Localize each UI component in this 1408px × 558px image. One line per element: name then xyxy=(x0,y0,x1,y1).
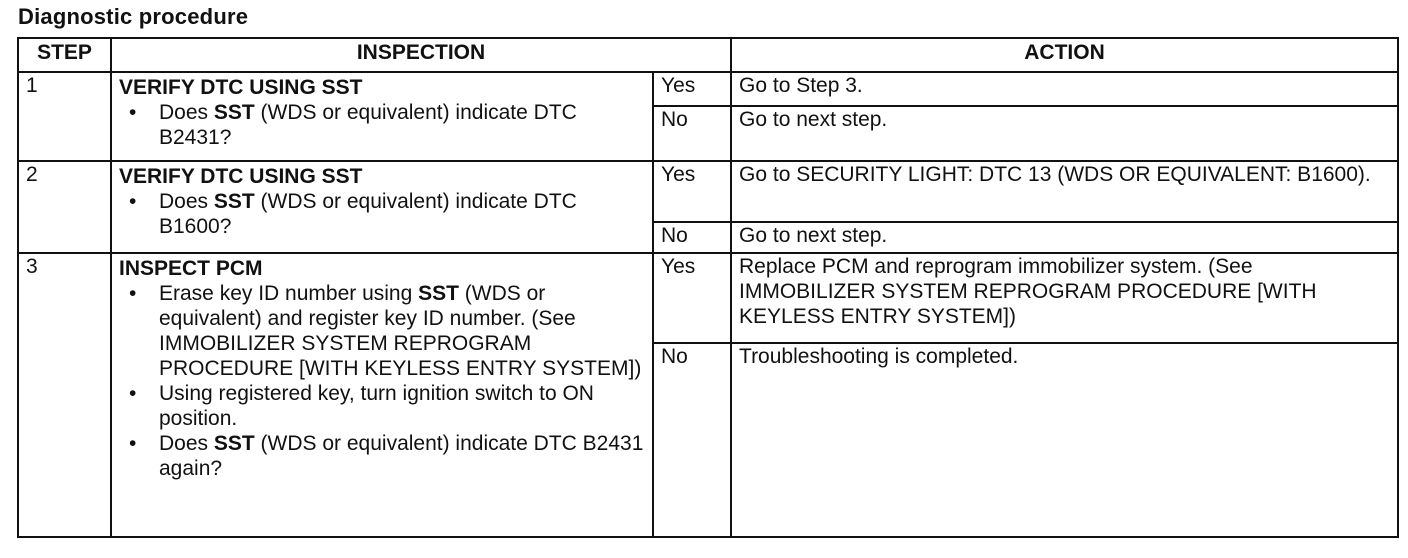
bullet-icon: • xyxy=(129,382,137,405)
no-label: No xyxy=(651,342,733,538)
no-action: Go to next step. xyxy=(730,221,1400,254)
diagnostic-procedure-table: STEP INSPECTION ACTION 1 VERIFY DTC USIN… xyxy=(17,37,1400,538)
no-label: No xyxy=(651,221,733,254)
step-1-no-row: No Go to next step. xyxy=(18,105,1400,162)
inspection-cell: INSPECT PCM •Erase key ID number using S… xyxy=(110,252,654,538)
no-action: Go to next step. xyxy=(730,105,1400,162)
inspection-cell: VERIFY DTC USING SST •Does SST (WDS or e… xyxy=(110,160,654,254)
yes-label: Yes xyxy=(651,252,733,344)
page-title: Diagnostic procedure xyxy=(18,4,249,29)
inspection-title: VERIFY DTC USING SST xyxy=(119,165,363,188)
step-1-yes-row: 1 VERIFY DTC USING SST •Does SST (WDS or… xyxy=(17,71,1400,162)
no-action: Troubleshooting is completed. xyxy=(730,342,1400,538)
yes-action: Go to SECURITY LIGHT: DTC 13 (WDS OR EQU… xyxy=(730,160,1400,223)
inspection-list: •Erase key ID number using SST (WDS or e… xyxy=(119,281,645,483)
bullet-icon: • xyxy=(129,190,137,213)
step-2-no-row: No Go to next step. xyxy=(18,221,1400,254)
inspection-list: •Does SST (WDS or equivalent) indicate D… xyxy=(119,189,645,241)
step-number: 3 xyxy=(17,252,112,538)
header-step: STEP xyxy=(17,37,112,73)
step-number: 2 xyxy=(17,160,112,254)
step-3-no-row: No Troubleshooting is completed. xyxy=(18,342,1400,538)
header-inspection: INSPECTION xyxy=(109,37,733,73)
inspection-item: •Erase key ID number using SST (WDS or e… xyxy=(129,282,642,380)
inspection-title: VERIFY DTC USING SST xyxy=(119,76,363,99)
yes-action: Go to Step 3. xyxy=(730,71,1400,107)
yes-action: Replace PCM and reprogram immobilizer sy… xyxy=(730,252,1400,344)
bullet-icon: • xyxy=(129,282,137,305)
inspection-title: INSPECT PCM xyxy=(119,257,263,280)
no-label: No xyxy=(651,105,733,162)
inspection-item: •Does SST (WDS or equivalent) indicate D… xyxy=(129,101,577,149)
bullet-icon: • xyxy=(129,432,137,455)
inspection-item: •Does SST (WDS or equivalent) indicate D… xyxy=(129,190,577,238)
bullet-icon: • xyxy=(129,101,137,124)
yes-label: Yes xyxy=(651,71,733,107)
inspection-list: •Does SST (WDS or equivalent) indicate D… xyxy=(119,100,645,152)
step-number: 1 xyxy=(17,71,112,162)
step-2-yes-row: 2 VERIFY DTC USING SST •Does SST (WDS or… xyxy=(17,160,1400,254)
step-3-yes-row: 3 INSPECT PCM •Erase key ID number using… xyxy=(17,252,1400,538)
yes-label: Yes xyxy=(651,160,733,223)
inspection-item: •Does SST (WDS or equivalent) indicate D… xyxy=(129,432,644,480)
inspection-item: •Using registered key, turn ignition swi… xyxy=(129,382,594,430)
header-action: ACTION xyxy=(730,37,1400,73)
inspection-cell: VERIFY DTC USING SST •Does SST (WDS or e… xyxy=(110,71,654,162)
header-row: STEP INSPECTION ACTION xyxy=(17,37,1400,73)
